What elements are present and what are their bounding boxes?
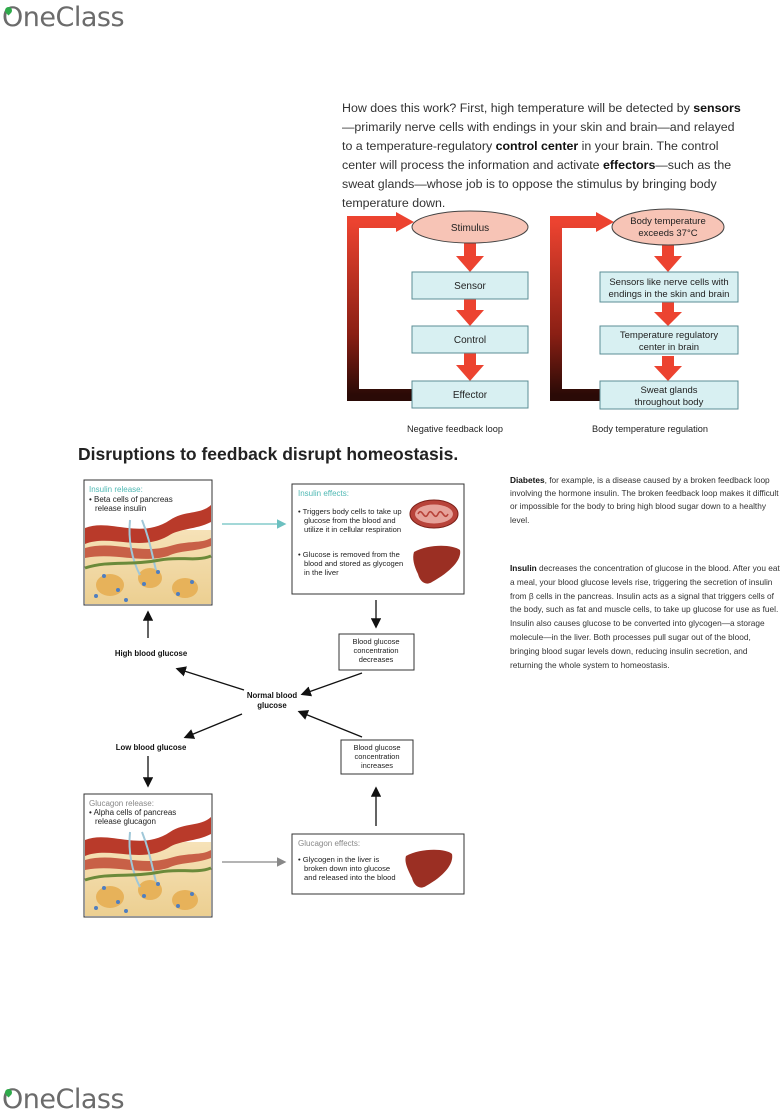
pancreas-tissue-illustration-top bbox=[84, 505, 212, 604]
diabetes-text: , for example, is a disease caused by a … bbox=[510, 475, 779, 525]
glucagon-release-line1: • Alpha cells of pancreas bbox=[89, 808, 176, 817]
glucagon-effects-panel: Glucagon effects: • Glycogen in the live… bbox=[291, 833, 465, 895]
arrow-normal-to-high bbox=[175, 666, 245, 691]
sensor-label: Sensor bbox=[454, 281, 486, 292]
arrow-decrease-to-normal bbox=[300, 672, 363, 697]
pancreas-tissue-illustration-bottom bbox=[84, 817, 212, 916]
intro-bold-effectors: effectors bbox=[603, 158, 656, 172]
oneclass-logo-bottom: OneClass bbox=[2, 1084, 125, 1115]
temp-sensor-line2: endings in the skin and brain bbox=[609, 289, 730, 300]
stimulus-label: Stimulus bbox=[451, 223, 489, 234]
diabetes-paragraph: Diabetes, for example, is a disease caus… bbox=[510, 474, 782, 527]
body-temp-caption: Body temperature regulation bbox=[592, 424, 708, 434]
control-box bbox=[411, 325, 529, 354]
temp-stimulus-line2: exceeds 37°C bbox=[638, 228, 697, 239]
sensor-box bbox=[411, 271, 529, 300]
intro-text-4: —such as the sweat glands—whose job is t… bbox=[342, 158, 732, 210]
insulin-paragraph: Insulin decreases the concentration of g… bbox=[510, 562, 782, 672]
logo-text: OneClass bbox=[2, 2, 125, 33]
oneclass-logo-top: OneClass bbox=[2, 2, 125, 33]
diabetes-bold: Diabetes bbox=[510, 475, 545, 485]
temp-control-box bbox=[599, 325, 739, 355]
arrow-increase-to-normal bbox=[297, 710, 363, 738]
glucagon-release-title: Glucagon release: bbox=[89, 799, 154, 808]
decrease-line3: decreases bbox=[359, 655, 394, 664]
temp-control-line1: Temperature regulatory bbox=[620, 330, 718, 341]
negative-feedback-loop: Stimulus Sensor Control Effector bbox=[347, 210, 529, 409]
glucagon-effects-title: Glucagon effects: bbox=[298, 839, 360, 848]
gl-effect-line3: and released into the blood bbox=[304, 873, 396, 882]
effect2-line2: blood and stored as glycogen bbox=[304, 559, 403, 568]
temp-control-line2: center in brain bbox=[639, 342, 699, 353]
intro-text-2: —primarily nerve cells with endings in y… bbox=[342, 120, 735, 153]
increase-line1: Blood glucose bbox=[353, 743, 400, 752]
glucagon-release-line2: release glucagon bbox=[95, 817, 156, 826]
stimulus-oval bbox=[411, 210, 529, 244]
temp-loop-back-arrow bbox=[550, 216, 600, 401]
effect1-line3: utilize it in cellular respiration bbox=[304, 525, 401, 534]
logo-text-bottom: OneClass bbox=[2, 1084, 125, 1115]
increase-line3: increases bbox=[361, 761, 393, 770]
effect1-line2: glucose from the blood and bbox=[304, 516, 396, 525]
effector-label: Effector bbox=[453, 390, 488, 401]
temp-down-arrows bbox=[654, 245, 682, 381]
temp-stimulus-line1: Body temperature bbox=[630, 216, 706, 227]
insulin-text: decreases the concentration of glucose i… bbox=[510, 563, 780, 670]
arrow-normal-to-low bbox=[183, 713, 243, 739]
temp-effector-box bbox=[599, 380, 739, 410]
negative-feedback-caption: Negative feedback loop bbox=[406, 424, 504, 434]
body-temperature-regulation: Body temperature exceeds 37°C Sensors li… bbox=[550, 208, 739, 410]
effect1-line1: • Triggers body cells to take up bbox=[298, 507, 402, 516]
gl-effect-line2: broken down into glucose bbox=[304, 864, 390, 873]
intro-bold-sensors: sensors bbox=[693, 101, 741, 115]
normal-line2: glucose bbox=[257, 701, 287, 710]
normal-line1: Normal blood bbox=[247, 691, 297, 700]
temp-loop-arrowhead bbox=[596, 212, 614, 232]
decrease-line2: concentration bbox=[353, 646, 398, 655]
insulin-bold: Insulin bbox=[510, 563, 537, 573]
increase-box bbox=[340, 739, 414, 775]
gl-effect-line1: • Glycogen in the liver is bbox=[298, 855, 379, 864]
temp-effector-line1: Sweat glands bbox=[640, 385, 697, 396]
glucagon-release-panel: Glucagon release: • Alpha cells of pancr… bbox=[83, 793, 213, 918]
insulin-release-line1: • Beta cells of pancreas bbox=[89, 495, 173, 504]
liver-illustration-bottom bbox=[405, 849, 453, 888]
intro-text-1: How does this work? First, high temperat… bbox=[342, 101, 694, 115]
loop-arrowhead bbox=[396, 212, 414, 232]
effect2-line3: in the liver bbox=[304, 568, 339, 577]
low-blood-glucose-label: Low blood glucose bbox=[116, 743, 187, 752]
down-arrows bbox=[456, 242, 484, 381]
temp-effector-line2: throughout body bbox=[635, 397, 704, 408]
mitochondrion-illustration bbox=[409, 499, 459, 529]
temp-stimulus-oval bbox=[611, 208, 725, 246]
insulin-release-title: Insulin release: bbox=[89, 485, 143, 494]
insulin-effects-title: Insulin effects: bbox=[298, 489, 349, 498]
control-label: Control bbox=[454, 335, 486, 346]
increase-line2: concentration bbox=[354, 752, 399, 761]
glucose-homeostasis-diagram: Insulin release: • Beta cells of pancrea… bbox=[83, 479, 465, 918]
effect2-line1: • Glucose is removed from the bbox=[298, 550, 400, 559]
effector-box bbox=[411, 380, 529, 409]
temp-sensor-line1: Sensors like nerve cells with bbox=[609, 277, 728, 288]
loop-back-arrow bbox=[347, 216, 412, 401]
intro-bold-control-center: control center bbox=[495, 139, 579, 153]
insulin-release-line2: release insulin bbox=[95, 504, 146, 513]
insulin-effects-panel: Insulin effects: • Triggers body cells t… bbox=[291, 483, 465, 595]
intro-text-3: in your brain. The control center will p… bbox=[342, 139, 719, 172]
insulin-release-panel: Insulin release: • Beta cells of pancrea… bbox=[83, 479, 213, 606]
temp-sensor-box bbox=[599, 271, 739, 303]
high-blood-glucose-label: High blood glucose bbox=[115, 649, 188, 658]
intro-paragraph: How does this work? First, high temperat… bbox=[342, 99, 742, 213]
liver-illustration-top bbox=[413, 545, 461, 584]
decrease-box bbox=[338, 633, 415, 671]
decrease-line1: Blood glucose bbox=[352, 637, 399, 646]
section-heading: Disruptions to feedback disrupt homeosta… bbox=[78, 444, 459, 464]
